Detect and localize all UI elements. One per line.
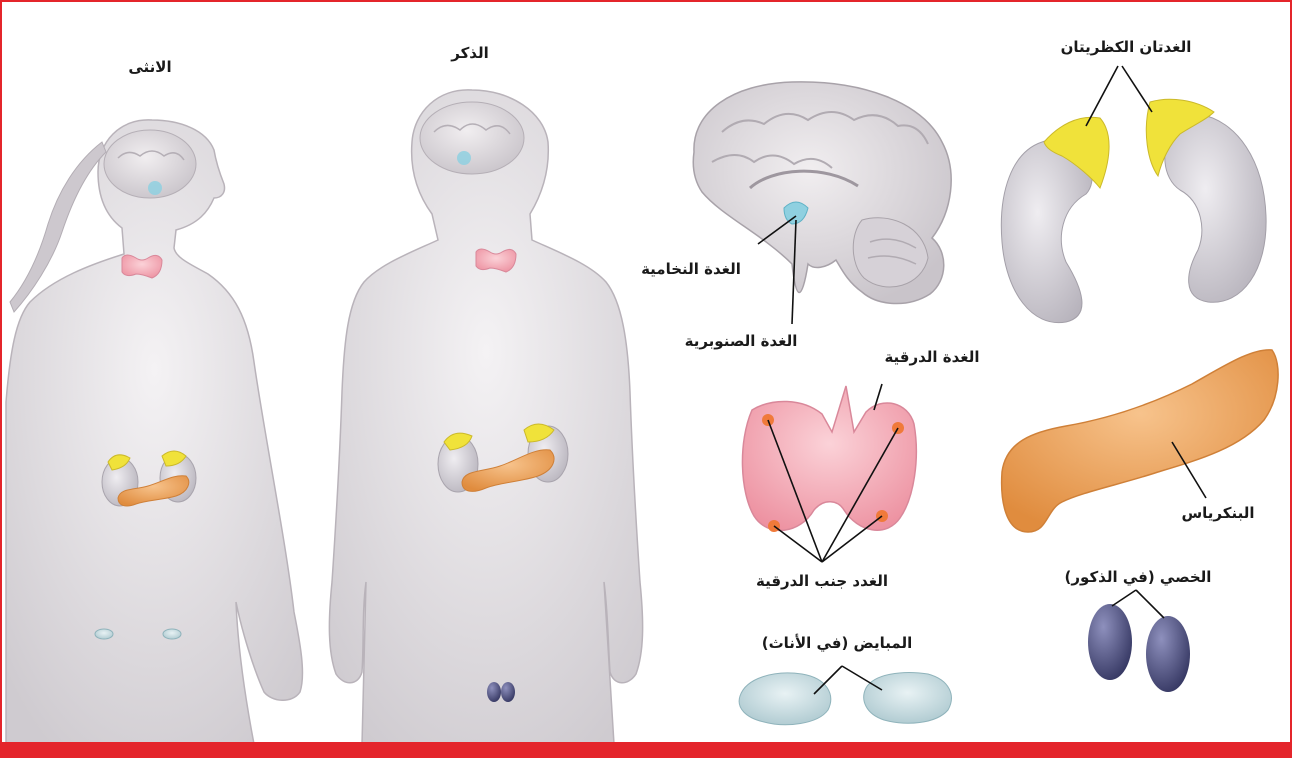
kidney-right-detail <box>1165 114 1266 302</box>
male-brain <box>420 102 524 174</box>
male-pituitary <box>457 151 471 165</box>
female-right-ovary <box>163 629 181 639</box>
testis-right-detail <box>1146 616 1190 692</box>
ovary-left-detail <box>739 673 831 725</box>
pineal-gland-label: الغدة الصنوبرية <box>656 332 826 350</box>
thyroid-detail <box>742 384 916 562</box>
male-figure <box>329 90 642 744</box>
female-body-outline <box>6 120 302 744</box>
parathyroid-glands-label: الغدد جنب الدرقية <box>732 572 912 590</box>
ovary-right-detail <box>864 673 952 724</box>
ovaries-label: المبايض (في الأناث) <box>732 634 942 652</box>
female-pituitary <box>148 181 162 195</box>
male-right-testis <box>501 682 515 702</box>
female-left-ovary <box>95 629 113 639</box>
male-heading: الذكر <box>430 44 510 62</box>
adrenal-glands-label: الغدتان الكظريتان <box>1036 38 1216 56</box>
male-body-outline <box>329 90 642 744</box>
testes-label: الخصي (في الذكور) <box>1038 568 1238 586</box>
thyroid-gland-detail <box>742 386 916 530</box>
thyroid-gland-label: الغدة الدرقية <box>862 348 1002 366</box>
brain-section <box>693 82 951 324</box>
testes-detail <box>1088 590 1190 692</box>
ovaries-detail <box>739 666 951 725</box>
female-heading: الانثى <box>110 58 190 76</box>
adrenal-detail <box>1001 66 1266 323</box>
bottom-red-bar <box>2 742 1290 758</box>
female-figure <box>6 120 302 744</box>
testis-left-detail <box>1088 604 1132 680</box>
pancreas-label: البنكرياس <box>1168 504 1268 522</box>
male-left-testis <box>487 682 501 702</box>
pituitary-gland-label: الغدة النخامية <box>616 260 766 278</box>
